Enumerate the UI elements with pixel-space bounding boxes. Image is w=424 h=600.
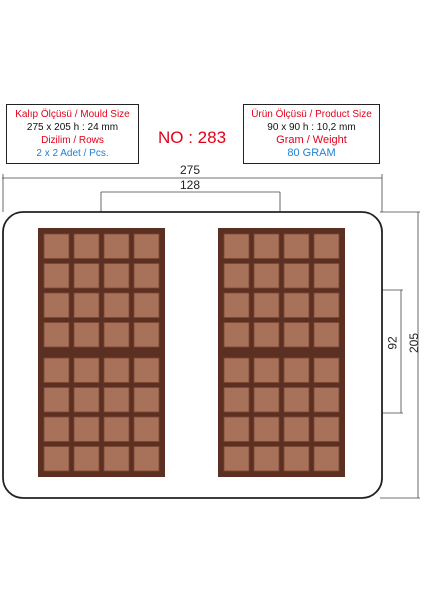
chocolate-tile <box>253 416 280 442</box>
chocolate-tile <box>73 322 100 348</box>
chocolate-tile <box>133 322 160 348</box>
model-number: NO : 283 <box>158 128 227 147</box>
chocolate-tile <box>43 292 70 318</box>
chocolate-tile <box>313 233 340 259</box>
chocolate-tile <box>133 416 160 442</box>
chocolate-tile <box>253 292 280 318</box>
chocolate-tile <box>283 387 310 413</box>
chocolate-tile <box>283 322 310 348</box>
chocolate-tile <box>313 292 340 318</box>
chocolate-tile <box>283 292 310 318</box>
chocolate-tile <box>73 357 100 383</box>
arrangement-value: 2 x 2 Adet / Pcs. <box>36 148 109 159</box>
mould-size-title: Kalıp Ölçüsü / Mould Size <box>15 109 130 120</box>
product-size-title: Ürün Ölçüsü / Product Size <box>251 109 372 120</box>
mould-size-box: Kalıp Ölçüsü / Mould Size 275 x 205 h : … <box>6 104 139 164</box>
chocolate-tile <box>223 357 250 383</box>
chocolate-tile <box>133 263 160 289</box>
chocolate-tile <box>253 387 280 413</box>
chocolate-tile <box>223 263 250 289</box>
chocolate-tile <box>313 387 340 413</box>
chocolate-tile <box>313 416 340 442</box>
cavity-grid <box>38 228 345 477</box>
chocolate-tile <box>223 233 250 259</box>
rows-label: Dizilim / Rows <box>41 135 104 146</box>
chocolate-tile <box>73 292 100 318</box>
product-size-box: Ürün Ölçüsü / Product Size 90 x 90 h : 1… <box>243 104 380 164</box>
chocolate-tile <box>43 416 70 442</box>
chocolate-tile <box>223 416 250 442</box>
chocolate-tile <box>283 446 310 472</box>
chocolate-tile <box>43 322 70 348</box>
chocolate-tile <box>43 387 70 413</box>
chocolate-tile <box>103 263 130 289</box>
chocolate-tile <box>103 446 130 472</box>
chocolate-tile <box>283 233 310 259</box>
chocolate-tile <box>133 446 160 472</box>
chocolate-tile <box>43 446 70 472</box>
chocolate-tile <box>253 263 280 289</box>
chocolate-tile <box>73 263 100 289</box>
product-size-value: 90 x 90 h : 10,2 mm <box>267 122 356 133</box>
chocolate-tile <box>103 322 130 348</box>
chocolate-tile <box>103 233 130 259</box>
chocolate-tile <box>43 233 70 259</box>
weight-label: Gram / Weight <box>276 134 347 146</box>
chocolate-tile <box>133 387 160 413</box>
chocolate-tile <box>103 387 130 413</box>
total-width-label: 275 <box>180 163 201 177</box>
chocolate-tile <box>223 446 250 472</box>
mould-size-value: 275 x 205 h : 24 mm <box>26 122 119 133</box>
chocolate-tile <box>253 233 280 259</box>
chocolate-tile <box>133 357 160 383</box>
chocolate-tile <box>73 233 100 259</box>
chocolate-tile <box>103 357 130 383</box>
chocolate-tile <box>283 263 310 289</box>
cavity-height-label: 92 <box>385 336 400 350</box>
chocolate-tile <box>313 263 340 289</box>
chocolate-tile <box>313 446 340 472</box>
chocolate-tile <box>313 357 340 383</box>
chocolate-tile <box>133 233 160 259</box>
chocolate-tile <box>313 322 340 348</box>
weight-value: 80 GRAM <box>287 147 336 159</box>
chocolate-tile <box>223 292 250 318</box>
chocolate-tile <box>43 357 70 383</box>
chocolate-tile <box>253 322 280 348</box>
chocolate-tile <box>73 416 100 442</box>
chocolate-tile <box>103 416 130 442</box>
chocolate-tile <box>133 292 160 318</box>
spacing-label: 128 <box>180 178 201 192</box>
total-height-label: 205 <box>407 332 422 354</box>
chocolate-tile <box>253 357 280 383</box>
chocolate-tile <box>103 292 130 318</box>
chocolate-tile <box>253 446 280 472</box>
chocolate-tile <box>73 387 100 413</box>
chocolate-tile <box>73 446 100 472</box>
chocolate-tile <box>223 322 250 348</box>
chocolate-tile <box>43 263 70 289</box>
chocolate-tile <box>283 416 310 442</box>
chocolate-tile <box>283 357 310 383</box>
chocolate-tile <box>223 387 250 413</box>
